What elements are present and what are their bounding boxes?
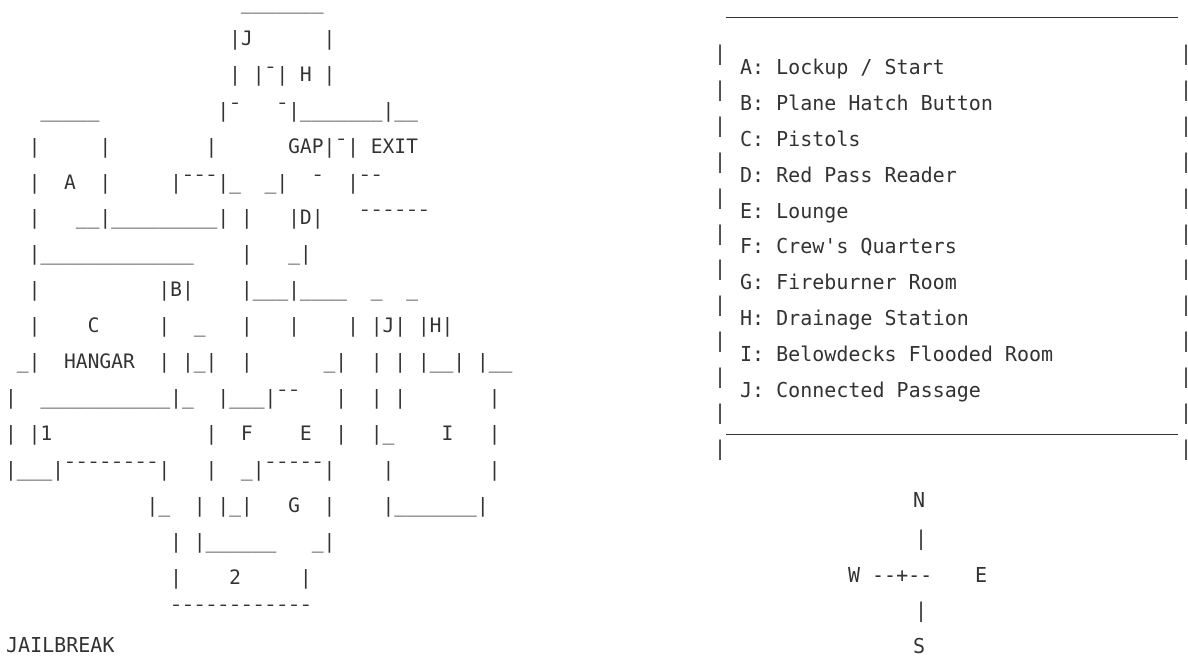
compass-east-label: E — [975, 563, 988, 587]
legend-item-f: F: Crew's Quarters — [740, 234, 957, 259]
map-legend: A: Lockup / Start B: Plane Hatch Button … — [740, 50, 1053, 409]
legend-bottom-border — [726, 434, 1178, 435]
legend-item-i: I: Belowdecks Flooded Room — [740, 342, 1054, 367]
compass-south-label: S — [913, 634, 926, 658]
compass-west-label: W — [848, 563, 861, 587]
game-title: JAILBREAK — [6, 633, 115, 657]
legend-item-h: H: Drainage Station — [740, 306, 969, 331]
legend-item-j: J: Connected Passage — [740, 378, 981, 403]
legend-item-b: B: Plane Hatch Button — [740, 90, 993, 115]
legend-left-border: | | | | | | | | | | | | — [714, 41, 727, 460]
compass-north-label: N — [913, 488, 926, 512]
legend-item-g: G: Fireburner Room — [740, 270, 957, 295]
legend-item-c: C: Pistols — [740, 126, 861, 151]
legend-item-d: D: Red Pass Reader — [740, 162, 957, 187]
legend-item-e: E: Lounge — [740, 198, 849, 223]
compass-south-line: | — [915, 598, 928, 622]
compass-cross-line: --+-- — [872, 563, 933, 587]
legend-top-border — [726, 17, 1178, 18]
ascii-map: _______ |J | | |¯| H | _____ |¯ ¯|______… — [5, 0, 513, 625]
compass-north-line: | — [915, 526, 928, 550]
legend-right-border: | | | | | | | | | | | | — [1180, 41, 1188, 460]
legend-item-a: A: Lockup / Start — [740, 55, 945, 79]
